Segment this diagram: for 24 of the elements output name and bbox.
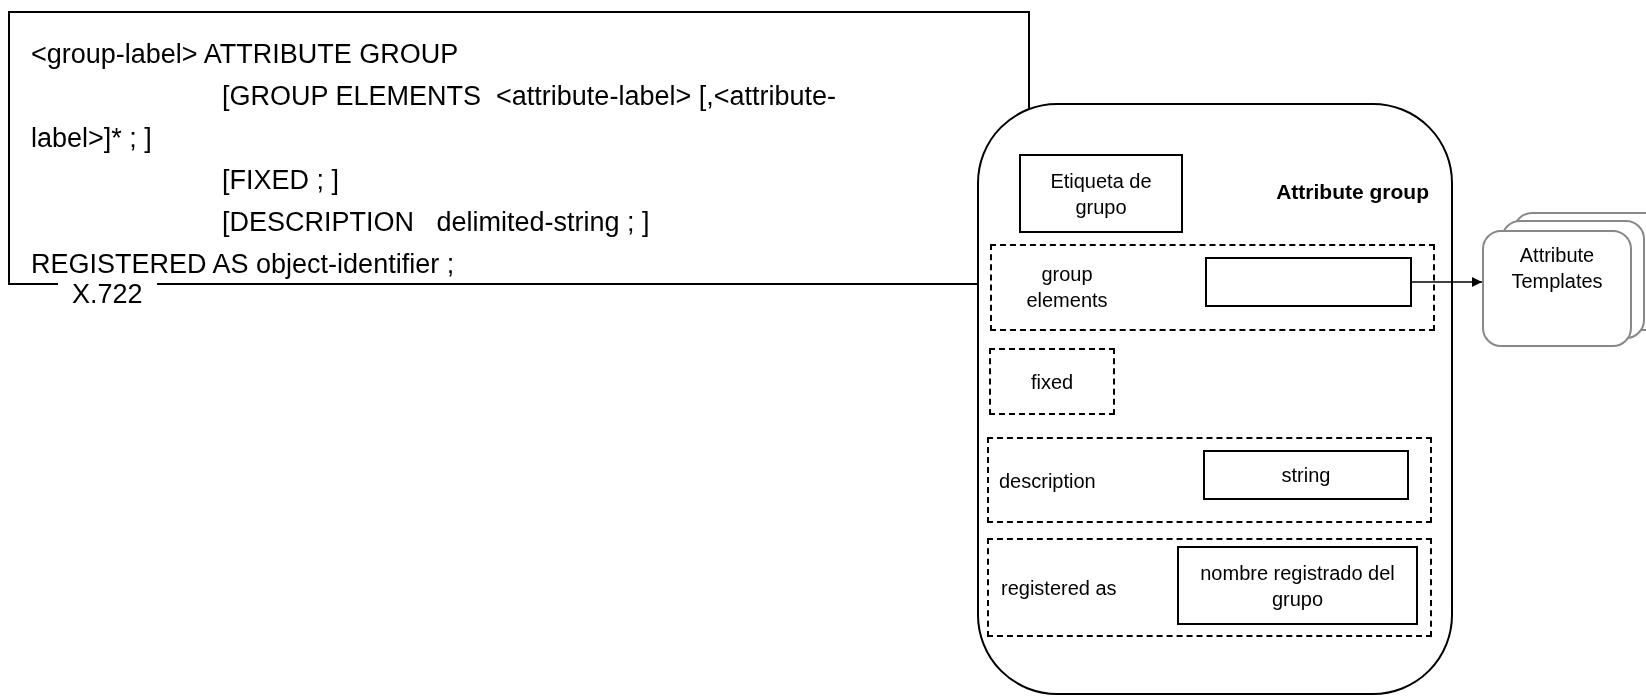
box-label: string (1280, 463, 1332, 488)
code-line: <group-label> ATTRIBUTE GROUP (31, 38, 460, 71)
stacked-card (1482, 212, 1646, 347)
code-line: [DESCRIPTION delimited-string ; ] (222, 206, 651, 239)
dashed-group (990, 244, 1435, 331)
dashed-group (987, 538, 1432, 637)
arrow (1411, 277, 1483, 287)
value-box (1177, 546, 1418, 625)
rounded-container (977, 103, 1453, 695)
value-box (1203, 450, 1409, 500)
box-label: group elements (1025, 262, 1109, 313)
dashed-group (989, 348, 1115, 415)
code-line: [GROUP ELEMENTS <attribute-label> [,<attribute-label>]* ; ] (31, 80, 837, 155)
code-line: [FIXED ; ] (222, 164, 341, 197)
empty-box (1205, 257, 1412, 307)
box-label: registered as (1001, 576, 1118, 601)
container-heading: Attribute group (1275, 179, 1429, 205)
box-label: fixed (1029, 369, 1075, 395)
box-label: nombre registrado del grupo (1199, 560, 1396, 612)
label-box (1019, 154, 1183, 233)
box-label: description (999, 469, 1097, 494)
dashed-group (987, 437, 1432, 523)
box-label: Etiqueta de grupo (1049, 168, 1153, 220)
box-label: Attribute Templates (1510, 243, 1604, 294)
